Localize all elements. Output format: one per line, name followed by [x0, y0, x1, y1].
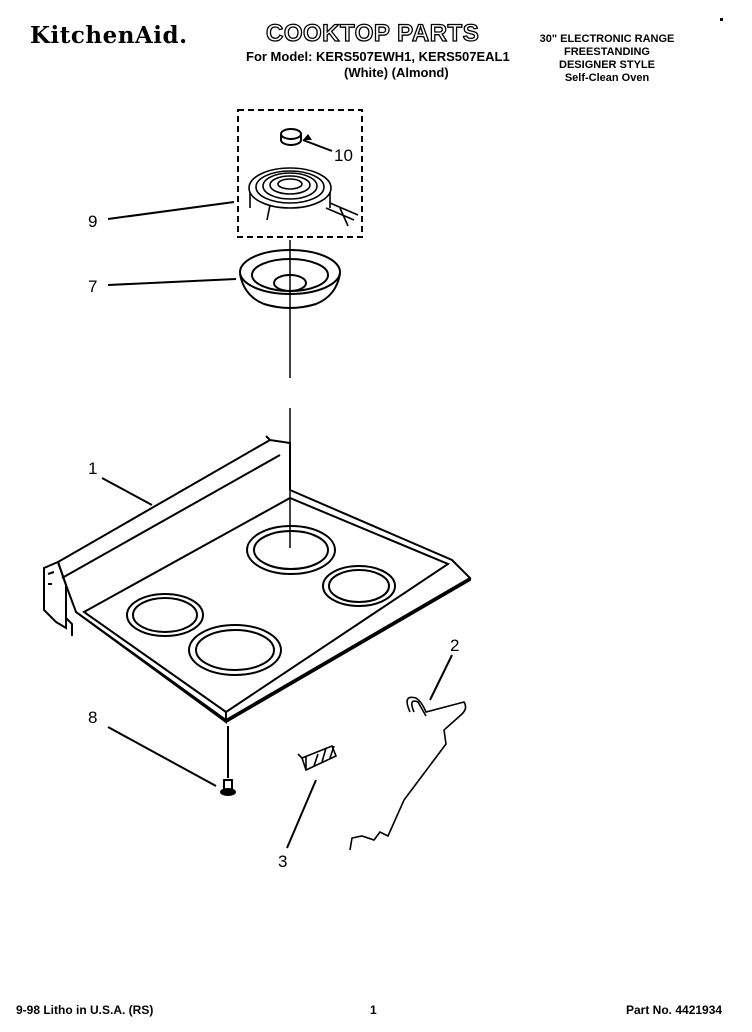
part-1-cooktop [43, 435, 472, 724]
leader-3 [286, 779, 317, 849]
product-line: Self-Clean Oven [564, 72, 650, 84]
callout-2: 2 [450, 636, 460, 655]
part-10-cap [280, 128, 302, 146]
leader-7 [107, 278, 237, 286]
part-3-clip [297, 744, 338, 772]
callout-9: 9 [88, 212, 98, 231]
leader-10 [302, 139, 333, 152]
callout-8: 8 [88, 708, 98, 727]
leader-1 [101, 477, 153, 506]
callout-3: 3 [278, 852, 288, 871]
callout-1: 1 [88, 459, 98, 478]
footer-page-number: 1 [370, 1003, 377, 1017]
footer-part-number: Part No. 4421934 [626, 1003, 723, 1017]
leader-2 [429, 654, 453, 701]
footer-litho: 9-98 Litho in U.S.A. (RS) [16, 1003, 154, 1017]
page-title: COOKTOP PARTS [265, 19, 480, 47]
leader-8 [107, 726, 217, 787]
model-line: For Model: KERS507EWH1, KERS507EAL1 [246, 49, 510, 64]
callout-7: 7 [88, 277, 98, 296]
leader-9 [107, 201, 235, 220]
product-line: 30" ELECTRONIC RANGE [539, 33, 675, 45]
product-line: DESIGNER STYLE [559, 59, 655, 71]
part-8-screw [220, 726, 236, 796]
callout-10: 10 [334, 146, 353, 165]
element-group-box [237, 109, 363, 238]
part-9-coil-element [248, 167, 359, 227]
model-colors: (White) (Almond) [344, 65, 449, 80]
part-2-wire-bracket [349, 696, 467, 851]
product-description: 30" ELECTRONIC RANGE FREESTANDING DESIGN… [492, 33, 722, 85]
product-line: FREESTANDING [564, 46, 650, 58]
corner-mark [720, 18, 723, 21]
brand-logo: KitchenAid. [30, 22, 188, 49]
